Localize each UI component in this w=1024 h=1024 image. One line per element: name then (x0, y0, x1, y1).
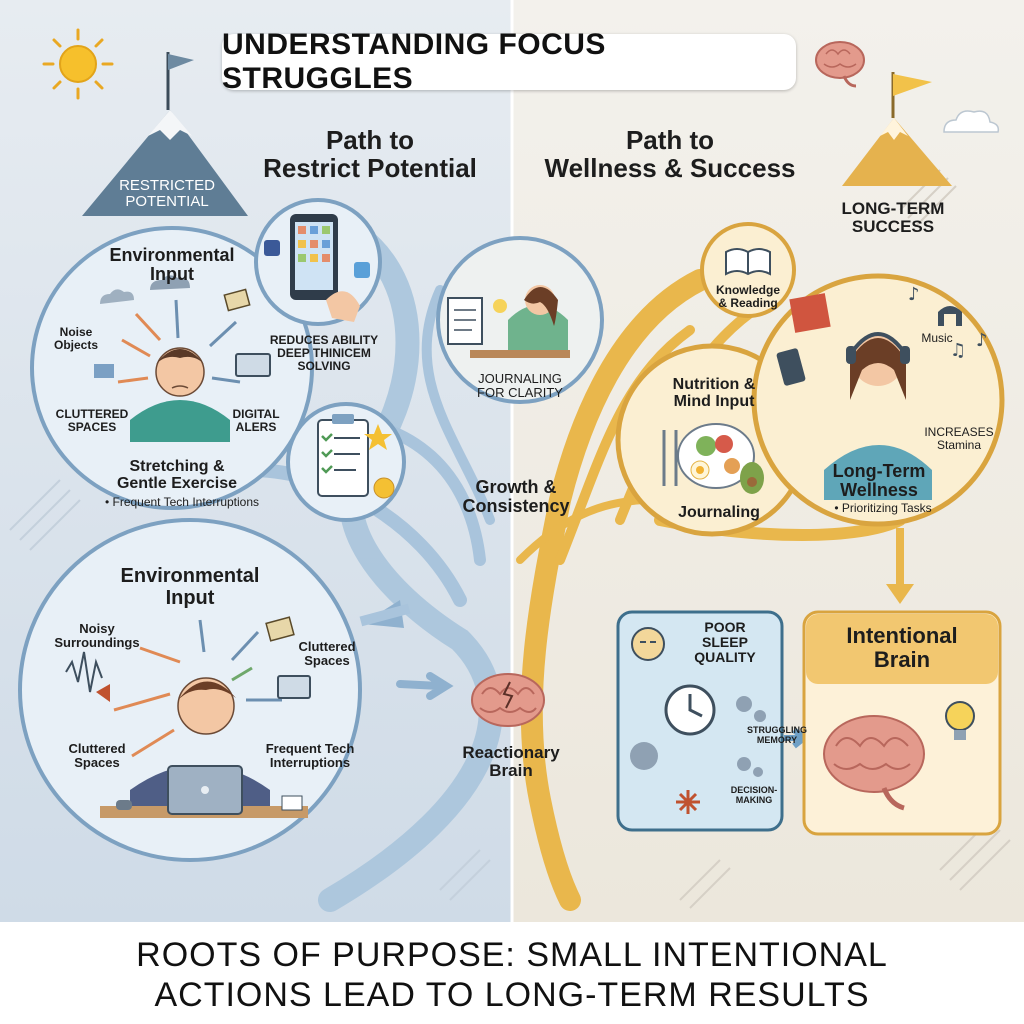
frequent-tech-label: Frequent Tech Interruptions (265, 741, 355, 771)
down-arrow (886, 528, 914, 604)
env-top-title: Environmental Input (109, 245, 235, 285)
knowledge-reading-label: Knowledge & Reading (715, 283, 780, 310)
svg-text:♪: ♪ (976, 330, 988, 351)
cluttered-spaces-left-label: Cluttered Spaces (68, 741, 126, 771)
journaling-label: JOURNALING FOR CLARITY (477, 371, 563, 401)
food-plate-icon (662, 423, 790, 494)
stressed-person-top (130, 347, 230, 442)
compass-arrows-icon (676, 790, 700, 814)
music-person (776, 306, 962, 500)
hatch-decoration (679, 169, 1011, 909)
brain-icon (823, 715, 925, 811)
stretching-label: Stretching & Gentle Exercise (116, 458, 238, 493)
cluttered-spaces-right-label: Cluttered Spaces (298, 639, 356, 669)
digital-alerts-label: DIGITAL ALERS (232, 407, 280, 434)
noise-objects-label: Noise Objects (53, 325, 98, 352)
smartphone-icon (264, 214, 370, 322)
success-mountain (842, 72, 952, 186)
increases-stamina-label: INCREASES Stamina (924, 425, 994, 452)
wellness-circle (751, 273, 1005, 527)
footer-banner: ROOTS OF PURPOSE: SMALL INTENTIONAL ACTI… (0, 922, 1024, 1024)
noisy-surroundings-label: Noisy Surroundings (54, 621, 140, 651)
poor-sleep-label: POOR SLEEP QUALITY (694, 619, 756, 666)
gear-icon (736, 696, 766, 777)
footer-line-1: ROOTS OF PURPOSE: SMALL INTENTIONAL (136, 936, 888, 974)
title-banner: UNDERSTANDING FOCUS STRUGGLES (222, 28, 796, 95)
env-bottom-title: Environmental Input (120, 565, 260, 609)
checklist-icon (317, 414, 395, 499)
restricted-mountain (82, 52, 248, 216)
svg-text:♫: ♫ (950, 340, 966, 361)
nutrition-mind-label: Nutrition & Mind Input (672, 376, 756, 411)
laptop-person (100, 677, 308, 818)
journaling-right-label: Journaling (678, 504, 760, 521)
right-path-heading: Path to Wellness & Success (544, 125, 796, 184)
page-title: UNDERSTANDING FOCUS STRUGGLES (222, 28, 606, 95)
restricted-potential-label: RESTRICTED POTENTIAL (119, 177, 215, 211)
brain-icon-small (815, 41, 865, 88)
long-term-success-label: LONG-TERM SUCCESS (841, 199, 945, 237)
decision-making-label: DECISION- MAKING (730, 785, 778, 805)
cluttered-spaces-label: CLUTTERED SPACES (55, 407, 129, 434)
book-icon (725, 248, 771, 276)
clock-icon (664, 684, 716, 736)
prioritizing-tasks-bullet: • Prioritizing Tasks (834, 501, 932, 515)
cloud-icon (943, 110, 1000, 133)
left-path-heading: Path to Restrict Potential (263, 125, 477, 184)
sun-icon (42, 28, 114, 100)
svg-text:♪: ♪ (908, 284, 920, 305)
lightbulb-icon (945, 701, 975, 740)
tech-interruptions-bullet: • Frequent Tech Interruptions (104, 495, 260, 509)
reactionary-brain-label: Reactionary Brain (462, 743, 560, 781)
footer-line-2: ACTIONS LEAD TO LONG-TERM RESULTS (154, 976, 870, 1014)
music-label: Music (921, 331, 953, 345)
long-term-wellness-label: Long-Term Wellness (832, 461, 926, 501)
struggling-memory-label: STRUGGLING MEMORY (747, 725, 807, 745)
intentional-brain-label: Intentional Brain (846, 623, 958, 672)
growth-consistency-label: Growth & Consistency (462, 477, 570, 517)
reduces-ability-label: REDUCES ABILITY DEEP THINICEM SOLVING (269, 333, 379, 373)
reactionary-brain-icon (471, 673, 545, 727)
journaling-person (447, 285, 570, 358)
